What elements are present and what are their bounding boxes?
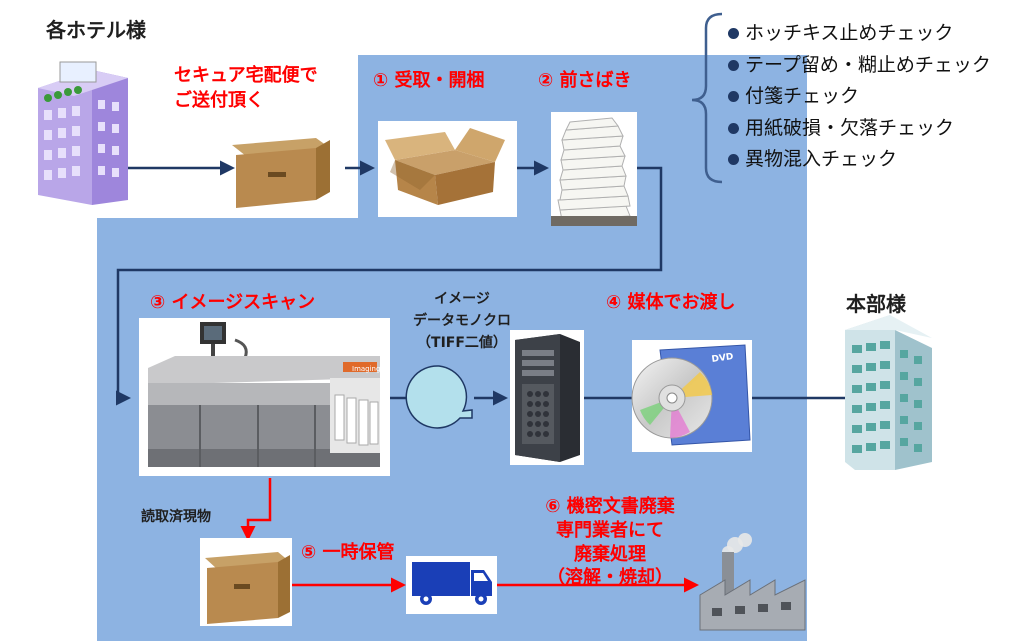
- step6-line2: 専門業者にて: [556, 520, 664, 541]
- step5-label: ⑤ 一時保管: [301, 542, 395, 563]
- cardboard-box-icon: [232, 138, 330, 208]
- headquarters-label: 本部様: [846, 292, 906, 316]
- checklist-item: 異物混入チェック: [728, 144, 991, 176]
- secure-delivery-line2: ご送付頂く: [174, 90, 264, 111]
- image-data-line1: イメージ: [434, 291, 490, 307]
- checklist-item: 用紙破損・欠落チェック: [728, 113, 991, 145]
- flow-arrow-red: [240, 478, 272, 541]
- scanned-items-label: 読取済現物: [141, 509, 211, 525]
- flow-arrow-routing: [116, 166, 663, 406]
- checklist-item: ホッチキス止めチェック: [728, 18, 991, 50]
- step3-label: ③ イメージスキャン: [150, 292, 316, 313]
- hotel-building-icon: [38, 61, 128, 205]
- checklist-item: テープ留め・糊止めチェック: [728, 50, 991, 82]
- step6-line1: ⑥ 機密文書廃棄: [545, 496, 675, 517]
- truck-icon: [406, 556, 497, 614]
- bullet-dot-icon: [728, 28, 739, 40]
- opened-box-icon: [378, 121, 517, 217]
- checklist-item: 付箋チェック: [728, 81, 991, 113]
- storage-box-icon: [200, 538, 292, 626]
- factory-icon: [699, 533, 806, 631]
- dvd-disc-icon: [631, 340, 752, 452]
- bullet-dot-icon: [728, 91, 739, 103]
- image-data-line3: （TIFF二値）: [417, 335, 507, 351]
- scanner-machine-icon: [139, 318, 390, 476]
- step6-line3: 廃棄処理: [574, 544, 646, 565]
- bullet-dot-icon: [728, 122, 739, 134]
- bullet-dot-icon: [728, 59, 739, 71]
- bullet-dot-icon: [728, 154, 739, 166]
- secure-delivery-line1: セキュア宅配便で: [174, 65, 318, 86]
- step2-label: ② 前さばき: [538, 70, 632, 91]
- scanner-brand-text: Imaging: [352, 365, 380, 373]
- step4-label: ④ 媒体でお渡し: [606, 292, 736, 313]
- image-data-line2: データモノクロ: [413, 313, 511, 329]
- step6-line4: （溶解・焼却）: [547, 567, 673, 588]
- checklist-bracket: [691, 12, 723, 184]
- server-tower-icon: [510, 330, 584, 465]
- hotels-label: 各ホテル様: [46, 18, 146, 42]
- data-storage-icon: [405, 365, 473, 429]
- headquarters-building-icon: [845, 315, 932, 470]
- dvd-label-text: DVD: [711, 352, 734, 365]
- paper-stack-icon: [551, 112, 637, 226]
- inspection-checklist: ホッチキス止めチェック テープ留め・糊止めチェック 付箋チェック 用紙破損・欠落…: [728, 18, 991, 176]
- step1-label: ① 受取・開梱: [373, 70, 485, 91]
